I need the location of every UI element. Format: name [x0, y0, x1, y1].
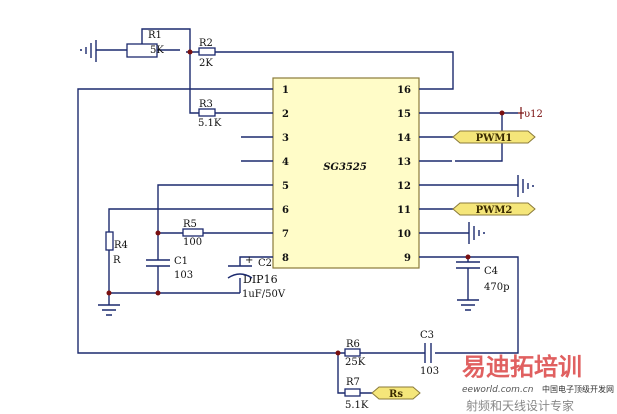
pin-12: 12 [397, 181, 411, 192]
pin-1: 1 [282, 85, 289, 96]
pin-2: 2 [282, 109, 289, 120]
c1-capacitor [146, 259, 170, 267]
svg-text:R: R [113, 255, 121, 266]
svg-text:C1: C1 [174, 256, 188, 267]
r4-resistor [105, 231, 114, 251]
chip-package: DIP16 [243, 273, 278, 286]
svg-text:2K: 2K [199, 58, 213, 69]
ground-c4 [457, 299, 479, 311]
r7-resistor [344, 388, 361, 397]
svg-text:100: 100 [183, 237, 202, 248]
svg-text:R4: R4 [114, 240, 128, 251]
pin-4: 4 [282, 157, 289, 168]
ground-r1 [80, 40, 97, 62]
pwm1-tag [452, 130, 536, 144]
pin-9: 9 [404, 253, 411, 264]
c3-capacitor [424, 343, 432, 363]
svg-text:C3: C3 [420, 330, 434, 341]
svg-text:25K: 25K [345, 357, 366, 368]
ground-left-bottom [98, 304, 120, 316]
r5-resistor [182, 228, 204, 237]
pin-7: 7 [282, 229, 289, 240]
svg-text:eeworld.com.cn: eeworld.com.cn [462, 385, 534, 395]
r1-potentiometer [126, 43, 158, 58]
rs-label: Rs [389, 389, 403, 400]
svg-text:射频和天线设计专家: 射频和天线设计专家 [466, 398, 574, 413]
pin-11: 11 [397, 205, 411, 216]
vcc-label: υ12 [524, 109, 543, 120]
rs-tag [371, 386, 421, 400]
pin-8: 8 [282, 253, 289, 264]
pin-10: 10 [397, 229, 411, 240]
pin-6: 6 [282, 205, 289, 216]
svg-text:470p: 470p [484, 282, 510, 293]
sg3525-chip [272, 77, 420, 269]
chip-name: SG3525 [323, 162, 367, 173]
pin-3: 3 [282, 133, 289, 144]
svg-text:C2: C2 [258, 258, 272, 269]
pwm2-label: PWM2 [476, 205, 513, 216]
pin-15: 15 [397, 109, 411, 120]
svg-text:R2: R2 [199, 38, 213, 49]
c4-capacitor [456, 261, 480, 269]
svg-text:5K: 5K [150, 45, 164, 56]
c2-capacitor [227, 265, 253, 279]
r3-resistor [198, 108, 216, 117]
vcc-symbol [518, 107, 524, 119]
component-labels: R1 5K R2 2K R3 5.1K R4 R R5 100 C1 103 +… [113, 30, 510, 411]
ground-pin10 [468, 222, 485, 244]
svg-text:R1: R1 [148, 30, 162, 41]
svg-text:5.1K: 5.1K [198, 118, 222, 129]
svg-text:R5: R5 [183, 219, 197, 230]
pin-5: 5 [282, 181, 289, 192]
pwm1-label: PWM1 [476, 133, 513, 144]
svg-text:+: + [245, 255, 253, 266]
svg-text:R7: R7 [346, 377, 360, 388]
r6-resistor [344, 348, 361, 357]
svg-text:5.1K: 5.1K [345, 400, 369, 411]
pin-14: 14 [397, 133, 411, 144]
svg-text:中国电子顶级开发网: 中国电子顶级开发网 [542, 384, 614, 394]
pin-16: 16 [397, 85, 411, 96]
r2-resistor [198, 47, 216, 56]
ground-pin12 [517, 175, 534, 197]
svg-text:R6: R6 [346, 339, 360, 350]
svg-text:C4: C4 [484, 266, 498, 277]
pin-13: 13 [397, 157, 411, 168]
svg-text:103: 103 [174, 270, 193, 281]
watermark: 易迪拓培训 eeworld.com.cn 中国电子顶级开发网 射频和天线设计专家 [462, 353, 614, 413]
svg-text:1uF/50V: 1uF/50V [242, 289, 286, 300]
junctions [106, 49, 505, 356]
svg-text:103: 103 [420, 366, 439, 377]
pwm2-tag [452, 202, 536, 216]
svg-text:R3: R3 [199, 99, 213, 110]
svg-text:易迪拓培训: 易迪拓培训 [462, 353, 582, 381]
